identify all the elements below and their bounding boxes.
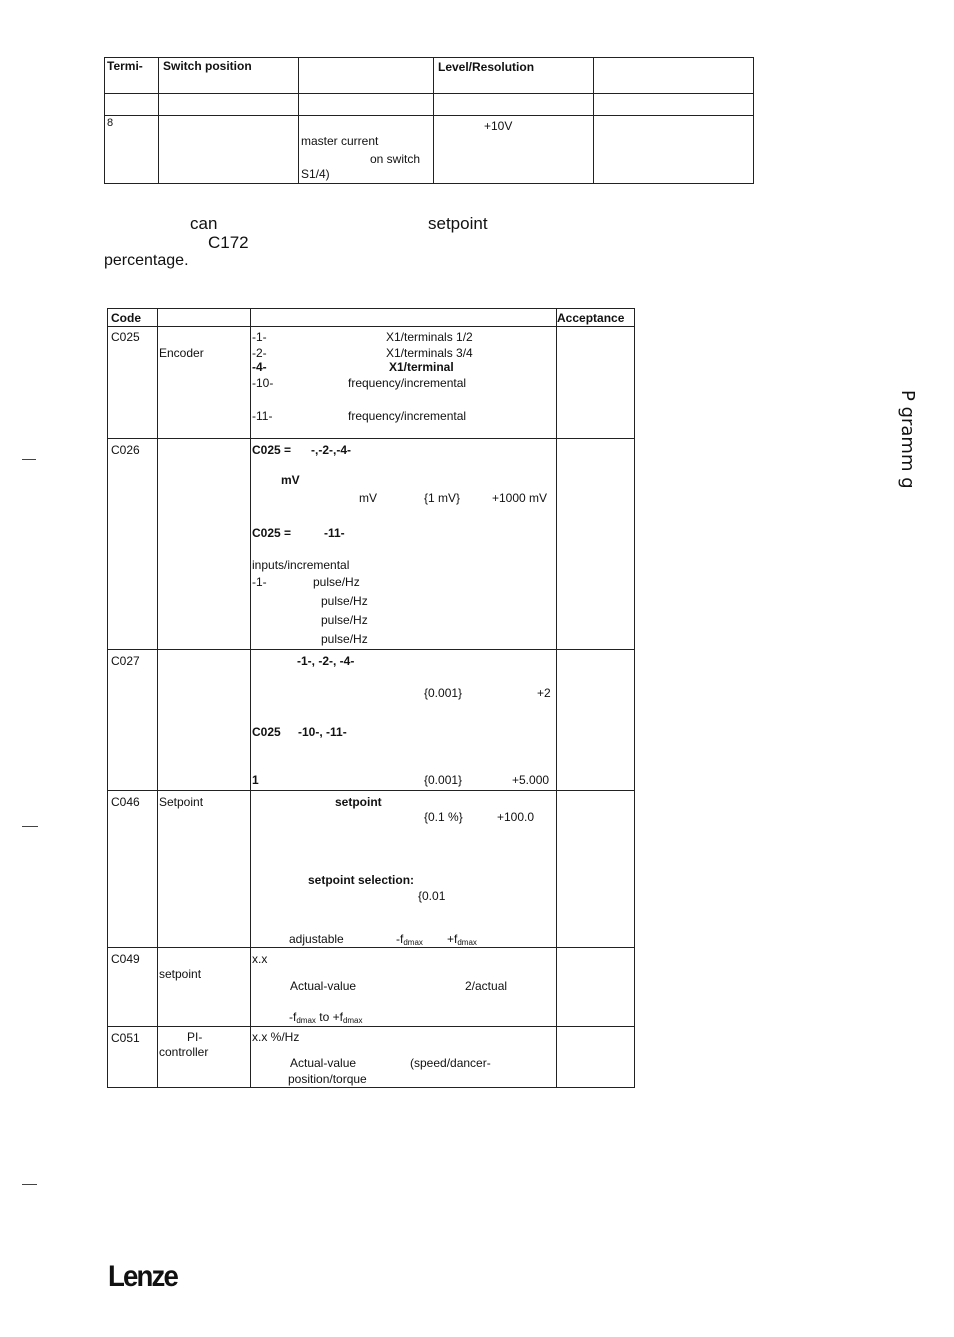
param-text: C025 [252, 725, 281, 739]
param-text: x.x [252, 952, 268, 966]
intro-word: C172 [208, 233, 249, 252]
param-text: -fdmax [396, 932, 423, 947]
param-text: -10-, -11- [298, 725, 347, 739]
param-text: {0.001} [424, 773, 463, 787]
side-heading: P gramm g [897, 390, 918, 489]
code-c046: C046 [111, 795, 140, 809]
param-text: pulse/Hz [321, 632, 368, 646]
code-name: Encoder [159, 346, 204, 360]
lenze-logo: Lenze [108, 1260, 179, 1293]
header-code: Code [111, 311, 141, 325]
code-name: PI- [187, 1030, 203, 1044]
param-text: -1-, -2-, -4- [297, 654, 355, 668]
code-c026: C026 [111, 443, 140, 457]
param-text: {1 mV} [424, 491, 461, 505]
param-text: 2/actual [465, 979, 508, 993]
param-text: {0.1 %} [424, 810, 463, 824]
code-c025: C025 [111, 330, 140, 344]
option-desc: frequency/incremental [348, 376, 467, 390]
option-desc: frequency/incremental [348, 409, 467, 423]
option-value: -10- [252, 376, 274, 390]
option-value: -4- [252, 360, 267, 374]
option-desc: X1/terminals 3/4 [386, 346, 473, 360]
param-text: mV [359, 491, 377, 505]
level-value: +10V [484, 119, 513, 133]
param-text: {0.001} [424, 686, 463, 700]
margin-mark [22, 1184, 37, 1185]
param-text: x.x %/Hz [252, 1030, 300, 1044]
param-text: position/torque [288, 1072, 367, 1086]
margin-mark [22, 459, 36, 460]
param-text: setpoint selection: [308, 873, 415, 887]
param-text: Actual-value [290, 1056, 357, 1070]
code-c027: C027 [111, 654, 140, 668]
param-text: +1000 mV [492, 491, 548, 505]
param-text: (speed/dancer- [410, 1056, 491, 1070]
header-switch-position: Switch position [163, 59, 252, 73]
code-c051: C051 [111, 1031, 140, 1045]
param-text: -11- [324, 526, 345, 540]
param-text: pulse/Hz [321, 613, 368, 627]
option-value: -1- [252, 330, 267, 344]
param-text: 1 [252, 773, 259, 787]
option-desc: X1/terminal [389, 360, 454, 374]
code-name: controller [159, 1045, 209, 1059]
param-text: -1- [252, 575, 267, 589]
header-acceptance: Acceptance [557, 311, 625, 325]
param-text: C025 = [252, 443, 292, 457]
param-text: -fdmax to +fdmax [289, 1010, 363, 1025]
header-level-resolution: Level/Resolution [438, 60, 535, 74]
function-line: master current [301, 134, 379, 148]
param-text: -,-2-,-4- [311, 443, 351, 457]
option-value: -11- [252, 409, 273, 423]
margin-mark [22, 826, 38, 827]
param-text: inputs/incremental [252, 558, 350, 572]
option-value: -2- [252, 346, 267, 360]
code-name: setpoint [159, 967, 202, 981]
terminal-number: 8 [107, 117, 114, 129]
function-line: on switch [370, 152, 421, 166]
param-text: +100.0 [497, 810, 535, 824]
param-text: Actual-value [290, 979, 357, 993]
param-text: mV [281, 473, 300, 487]
intro-word: can [190, 214, 218, 233]
param-text: +5.000 [512, 773, 550, 787]
code-c049: C049 [111, 952, 140, 966]
intro-word: setpoint [428, 214, 488, 233]
header-terminal: Termi- [107, 59, 143, 73]
code-name: Setpoint [159, 795, 204, 809]
option-desc: X1/terminals 1/2 [386, 330, 473, 344]
param-text: C025 = [252, 526, 292, 540]
param-text: pulse/Hz [313, 575, 360, 589]
param-text: setpoint [335, 795, 382, 809]
param-text: {0.01 [418, 889, 446, 903]
param-text: +2 [537, 686, 551, 700]
param-text: +fdmax [447, 932, 477, 947]
function-line: S1/4) [301, 167, 330, 181]
param-text: adjustable [289, 932, 344, 946]
intro-word: percentage. [104, 252, 189, 269]
param-text: pulse/Hz [321, 594, 368, 608]
